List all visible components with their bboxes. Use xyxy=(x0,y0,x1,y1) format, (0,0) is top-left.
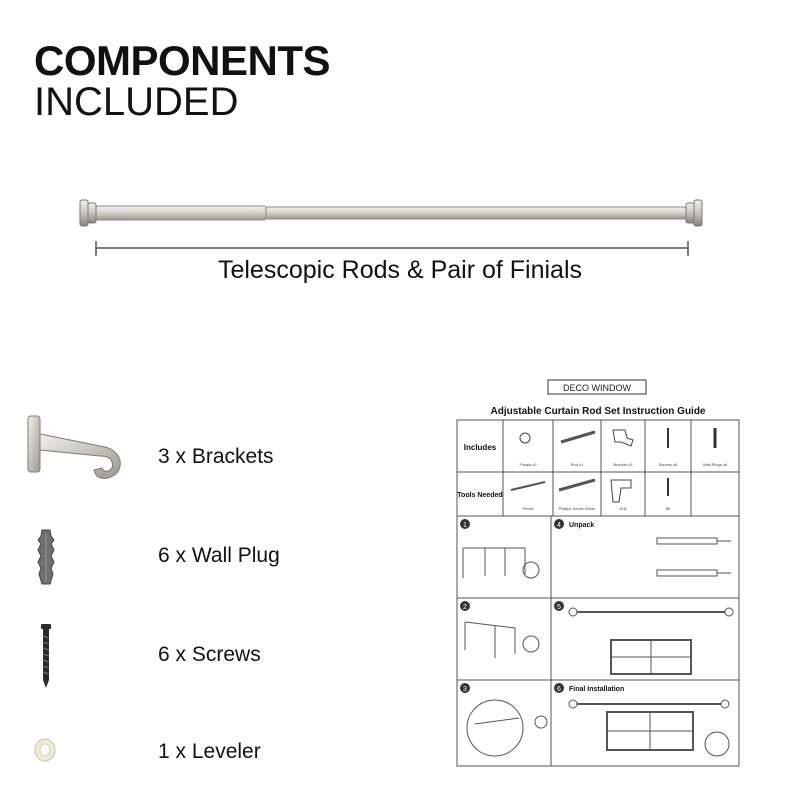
component-label-leveler: 1 x Leveler xyxy=(158,740,261,763)
instruction-guide-sheet: DECO WINDOW Adjustable Curtain Rod Set I… xyxy=(456,379,740,767)
svg-text:2: 2 xyxy=(463,604,467,611)
svg-text:5: 5 xyxy=(557,604,561,611)
guide-include-5: Wall Plugs x6 xyxy=(703,462,728,467)
rod-outer-tube xyxy=(95,205,267,221)
right-finial xyxy=(685,199,703,227)
left-finial xyxy=(79,199,97,227)
instruction-guide-image: DECO WINDOW Adjustable Curtain Rod Set I… xyxy=(455,378,741,768)
svg-text:Unpack: Unpack xyxy=(569,522,594,529)
svg-text:6: 6 xyxy=(557,686,561,693)
svg-text:Final Installation: Final Installation xyxy=(569,686,624,693)
wall-plug-icon xyxy=(37,529,55,585)
rod-caption: Telescopic Rods & Pair of Finials xyxy=(217,256,583,284)
guide-tool-2: Phillips Screw Driver xyxy=(559,506,596,511)
component-label-screws: 6 x Screws xyxy=(158,643,261,666)
guide-include-1: Finials x2 xyxy=(520,462,538,467)
component-label-wall-plug: 6 x Wall Plug xyxy=(158,544,280,567)
guide-tool-1: Pencil xyxy=(523,506,534,511)
guide-steps xyxy=(456,515,740,767)
svg-text:1: 1 xyxy=(463,522,467,529)
component-label-brackets: 3 x Brackets xyxy=(158,445,274,468)
bracket-icon xyxy=(27,415,121,479)
rod-inner-tube xyxy=(265,206,687,220)
guide-tools-label: Tools Needed xyxy=(457,492,502,499)
guide-brand: DECO WINDOW xyxy=(563,383,631,393)
guide-include-3: Bracket x3 xyxy=(614,462,634,467)
heading-line-2: INCLUDED xyxy=(34,80,239,124)
guide-step-numbers: 1 4 Unpack 2 5 3 6 Final Installation xyxy=(460,519,624,693)
guide-includes-label: Includes xyxy=(464,443,497,452)
telescopic-rod-image xyxy=(79,199,703,256)
guide-include-2: Rod x1 xyxy=(571,462,584,467)
svg-text:3: 3 xyxy=(463,686,467,693)
svg-text:4: 4 xyxy=(557,522,561,529)
leveler-icon xyxy=(34,738,56,762)
screw-icon xyxy=(41,624,51,688)
guide-tool-3: Drill xyxy=(620,506,627,511)
guide-title: Adjustable Curtain Rod Set Instruction G… xyxy=(490,406,705,417)
guide-include-4: Screws x6 xyxy=(659,462,678,467)
heading-line-1: COMPONENTS xyxy=(34,37,331,84)
guide-tool-4: Bit xyxy=(666,506,672,511)
